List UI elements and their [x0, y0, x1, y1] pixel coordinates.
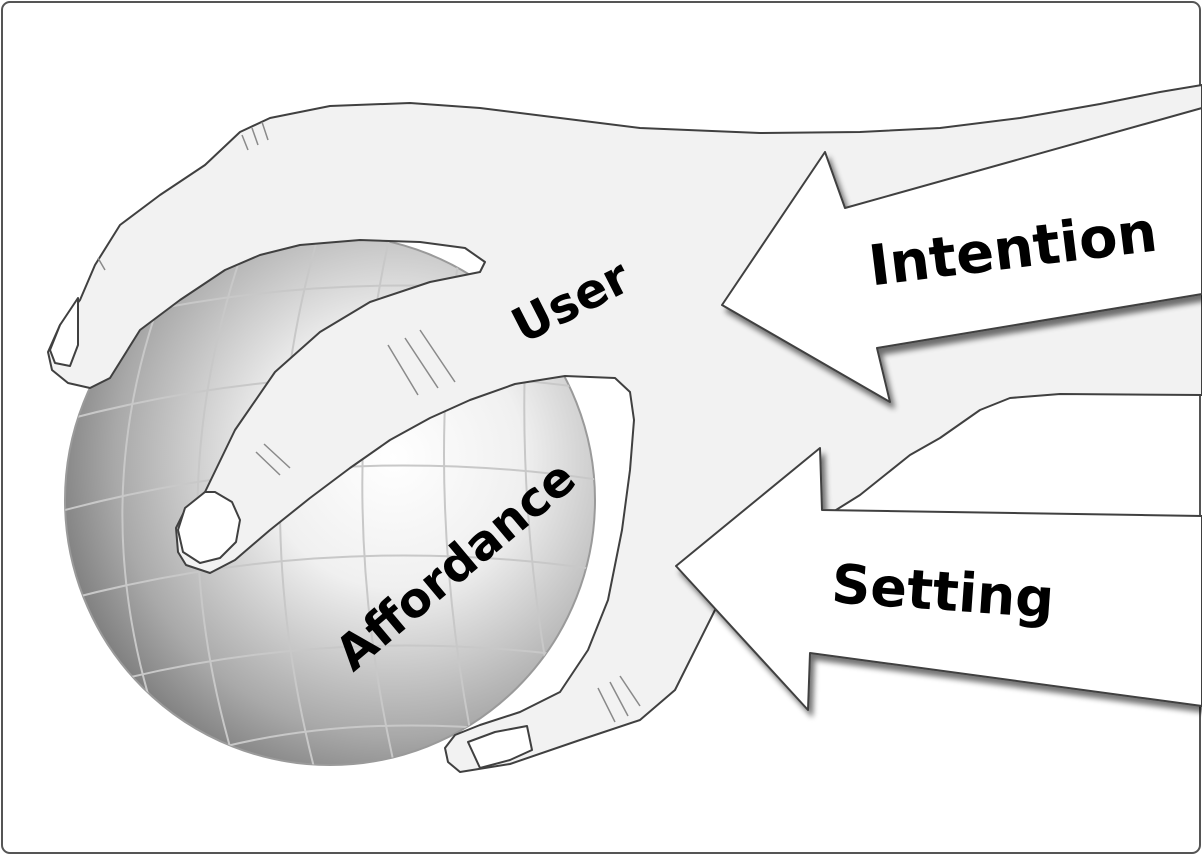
knuckle-creases	[97, 121, 641, 723]
arrow-intention-icon	[721, 107, 1202, 403]
arrow-setting-icon	[675, 447, 1202, 711]
setting-label: Setting	[830, 552, 1057, 630]
